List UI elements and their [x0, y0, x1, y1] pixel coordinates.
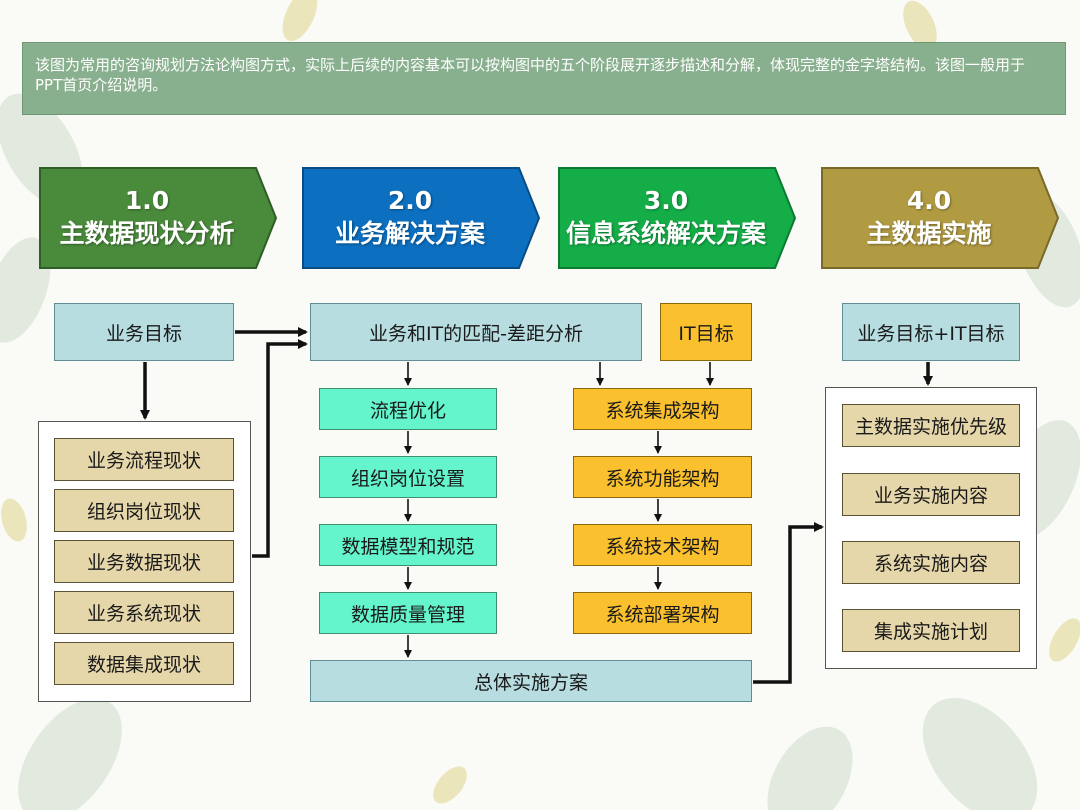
- it-architecture-item: 系统集成架构: [573, 388, 752, 430]
- box-label: 业务目标+IT目标: [857, 322, 1005, 345]
- box-label: IT目标: [678, 322, 734, 345]
- implementation-item: 业务实施内容: [842, 473, 1020, 516]
- implementation-item: 集成实施计划: [842, 609, 1020, 652]
- current-state-item: 业务数据现状: [54, 540, 234, 583]
- combined-goal-box: 业务目标+IT目标: [842, 303, 1020, 361]
- phase-header-1: 1.0 主数据现状分析: [38, 166, 278, 270]
- phase-header-2: 2.0 业务解决方案: [301, 166, 541, 270]
- it-architecture-item: 系统技术架构: [573, 524, 752, 566]
- business-goal-box: 业务目标: [54, 303, 234, 361]
- business-solution-item: 数据质量管理: [319, 592, 497, 634]
- overall-plan-box: 总体实施方案: [310, 660, 752, 702]
- gap-analysis-box: 业务和IT的匹配-差距分析: [310, 303, 642, 361]
- phase-title: 主数据实施: [866, 219, 992, 248]
- phase-header-4: 4.0 主数据实施: [820, 166, 1060, 270]
- phase-number: 3.0: [643, 186, 689, 215]
- box-label: 业务目标: [105, 322, 182, 345]
- current-state-item: 数据集成现状: [54, 642, 234, 685]
- box-label: 业务系统现状: [86, 603, 201, 625]
- it-architecture-item: 系统功能架构: [573, 456, 752, 498]
- intro-text: 该图为常用的咨询规划方法论构图方式，实际上后续的内容基本可以按构图中的五个阶段展…: [35, 56, 1026, 94]
- business-solution-item: 组织岗位设置: [319, 456, 497, 498]
- box-label: 系统功能架构: [605, 467, 720, 490]
- box-label: 系统集成架构: [605, 399, 720, 422]
- box-label: 组织岗位设置: [350, 467, 465, 490]
- box-label: 组织岗位现状: [86, 501, 201, 523]
- implementation-item: 系统实施内容: [842, 541, 1020, 584]
- current-state-item: 业务系统现状: [54, 591, 234, 634]
- phase-title: 主数据现状分析: [59, 219, 235, 248]
- box-label: 数据模型和规范: [341, 535, 475, 558]
- box-label: 系统实施内容: [873, 553, 988, 575]
- it-goal-box: IT目标: [660, 303, 752, 361]
- box-label: 系统部署架构: [605, 603, 720, 626]
- phase-number: 2.0: [387, 186, 433, 215]
- box-label: 业务实施内容: [873, 485, 988, 507]
- phase-title: 业务解决方案: [334, 219, 485, 248]
- box-label: 流程优化: [369, 399, 446, 422]
- box-label: 总体实施方案: [473, 671, 588, 694]
- business-solution-item: 流程优化: [319, 388, 497, 430]
- intro-banner: 该图为常用的咨询规划方法论构图方式，实际上后续的内容基本可以按构图中的五个阶段展…: [22, 42, 1066, 115]
- current-state-item: 组织岗位现状: [54, 489, 234, 532]
- box-label: 系统技术架构: [605, 535, 720, 558]
- box-label: 数据集成现状: [86, 654, 201, 676]
- phase-arrow-shape: [558, 167, 797, 269]
- box-label: 业务数据现状: [86, 552, 201, 574]
- current-state-item: 业务流程现状: [54, 438, 234, 481]
- phase-title: 信息系统解决方案: [565, 219, 766, 248]
- business-solution-item: 数据模型和规范: [319, 524, 497, 566]
- it-architecture-item: 系统部署架构: [573, 592, 752, 634]
- phase-arrow-shape: [302, 167, 541, 269]
- phase-number: 1.0: [124, 186, 170, 215]
- box-label: 集成实施计划: [873, 621, 988, 643]
- phase-header-3: 3.0 信息系统解决方案: [557, 166, 797, 270]
- box-label: 数据质量管理: [350, 603, 465, 626]
- phase-number: 4.0: [906, 186, 952, 215]
- phase-arrow-shape: [821, 167, 1060, 269]
- box-label: 业务和IT的匹配-差距分析: [368, 322, 584, 345]
- box-label: 业务流程现状: [86, 450, 201, 472]
- box-label: 主数据实施优先级: [854, 416, 1007, 438]
- phase-arrow-shape: [39, 167, 278, 269]
- implementation-item: 主数据实施优先级: [842, 404, 1020, 447]
